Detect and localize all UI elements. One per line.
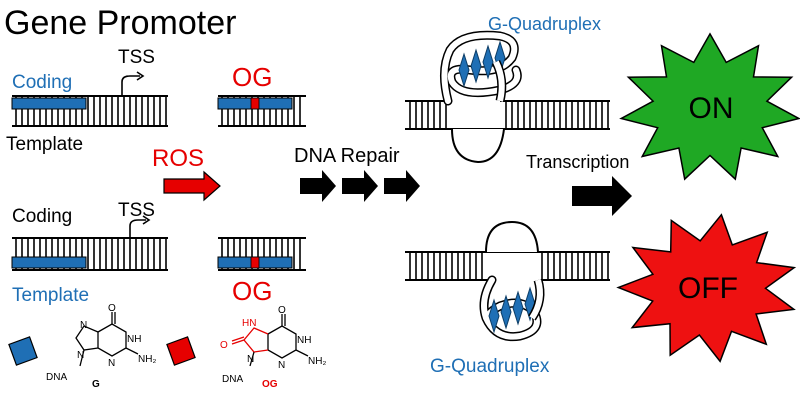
g-tetrad-diamond	[458, 52, 470, 88]
ros-label: ROS	[152, 145, 204, 172]
og-atom-dna: DNA	[222, 374, 243, 385]
g-tetrad-diamond	[512, 290, 524, 326]
repair-arrow-2	[342, 170, 378, 202]
guanine-symbol	[8, 336, 38, 366]
tss-arrow-top	[121, 75, 140, 96]
guanine-structure	[75, 312, 139, 367]
oxoguanine-atom-labels: O O HN NH N N NH₂ DNA OG	[220, 305, 326, 390]
promoter-box-coding	[11, 97, 87, 110]
dna-duplex-og-top	[217, 95, 306, 127]
dna-duplex-top-left	[11, 95, 168, 127]
template-label-top: Template	[6, 134, 83, 155]
g-tetrad-diamond	[488, 298, 500, 334]
ros-arrow	[163, 170, 221, 202]
on-label: ON	[689, 92, 734, 125]
coding-label-bottom: Coding	[12, 206, 72, 227]
repair-arrow-1	[300, 170, 336, 202]
guanine-atom-nh: NH	[127, 334, 141, 345]
guanine-atom-n3: N	[108, 358, 115, 369]
diagram-title: Gene Promoter	[4, 4, 236, 42]
tss-label-top: TSS	[118, 47, 155, 68]
guanine-atom-o: O	[108, 303, 116, 314]
dna-repair-label: DNA Repair	[294, 145, 400, 167]
g4-label-bottom: G-Quadruplex	[430, 356, 550, 377]
og-label-top: OG	[232, 62, 272, 92]
oxoguanine-name: OG	[262, 379, 278, 390]
guanine-atom-n9: N	[77, 350, 84, 361]
dna-g4-bottom	[405, 220, 610, 342]
guanine-atom-nh2: NH₂	[138, 354, 156, 365]
off-starburst	[616, 213, 797, 363]
template-label-bottom: Template	[12, 285, 89, 306]
og-atom-nh2: NH₂	[308, 356, 326, 367]
off-label: OFF	[678, 272, 738, 305]
dna-repair-arrows	[300, 170, 420, 202]
og-atom-nh: NH	[297, 335, 311, 346]
og-atom-o6: O	[278, 305, 286, 316]
og-atom-n3: N	[278, 360, 285, 371]
tss-label-bottom: TSS	[118, 200, 155, 221]
dna-duplex-bottom-left	[11, 237, 168, 271]
on-starburst	[619, 32, 800, 181]
oxoguanine-symbol	[166, 336, 196, 366]
og-lesion-top	[250, 97, 260, 110]
g-tetrad-diamond	[482, 44, 494, 80]
tss-arrowhead-top	[136, 71, 145, 81]
tss-arrow-bottom	[129, 219, 146, 238]
dna-duplex-og-bottom	[217, 237, 306, 271]
promoter-box-template	[11, 256, 87, 269]
og-atom-hn: HN	[242, 318, 256, 329]
transcription-label: Transcription	[526, 152, 629, 172]
og-label-bottom: OG	[232, 276, 272, 306]
g-tetrad-diamond	[500, 294, 512, 330]
og-atom-o8: O	[220, 340, 228, 351]
g-tetrad-diamond	[470, 48, 482, 84]
repair-arrow-3	[384, 170, 420, 202]
guanine-atom-dna: DNA	[46, 372, 67, 383]
og-atom-n9: N	[247, 354, 254, 365]
guanine-name: G	[92, 379, 100, 390]
guanine-atom-n7: N	[80, 320, 87, 331]
oxoguanine-structure	[231, 314, 309, 367]
guanine-atom-labels: O NH N N N NH₂ DNA G	[46, 303, 156, 390]
transcription-arrow	[572, 176, 632, 216]
dna-g4-top	[405, 30, 610, 164]
tss-arrowhead-bottom	[142, 215, 151, 225]
og-lesion-bottom	[250, 256, 260, 269]
g4-label-top: G-Quadruplex	[488, 14, 601, 34]
coding-label-top: Coding	[12, 72, 72, 93]
